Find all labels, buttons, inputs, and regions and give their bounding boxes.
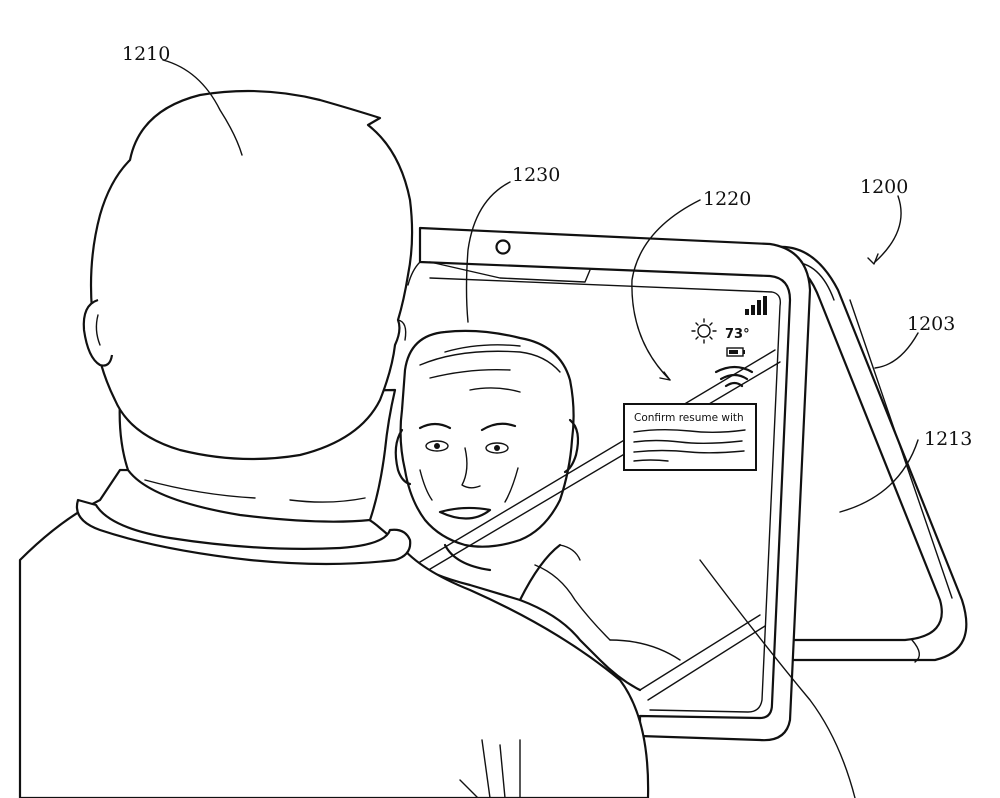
leader-bottom — [699, 559, 856, 798]
ref-1220: 1220 — [703, 188, 751, 210]
screen — [414, 277, 782, 713]
user-person — [18, 89, 650, 798]
ref-1210: 1210 — [122, 43, 170, 65]
temperature-readout: 73° — [725, 327, 750, 342]
ref-1213: 1213 — [924, 428, 972, 450]
device-stand — [768, 245, 968, 663]
leader-1213 — [839, 439, 919, 513]
leader-1230 — [465, 181, 511, 323]
arrowhead-1200 — [867, 253, 879, 265]
leader-1200 — [874, 195, 902, 263]
leader-1220 — [631, 199, 701, 381]
notification-card[interactable]: Confirm resume with — [623, 403, 757, 471]
leader-1210 — [162, 59, 243, 156]
signal-icon — [745, 296, 767, 315]
arrowhead-1220 — [659, 371, 671, 381]
sun-icon — [691, 318, 717, 344]
status-bar: 73° — [691, 296, 767, 388]
ref-1200: 1200 — [860, 176, 908, 198]
ref-1203: 1203 — [907, 313, 955, 335]
notification-text: Confirm resume with — [634, 412, 744, 424]
leader-lines — [162, 59, 919, 798]
ref-1230: 1230 — [512, 164, 560, 186]
leader-1203 — [874, 332, 919, 369]
displayed-person — [394, 329, 681, 692]
battery-icon — [726, 347, 745, 357]
camera-icon — [495, 239, 511, 255]
wifi-icon — [714, 365, 754, 388]
